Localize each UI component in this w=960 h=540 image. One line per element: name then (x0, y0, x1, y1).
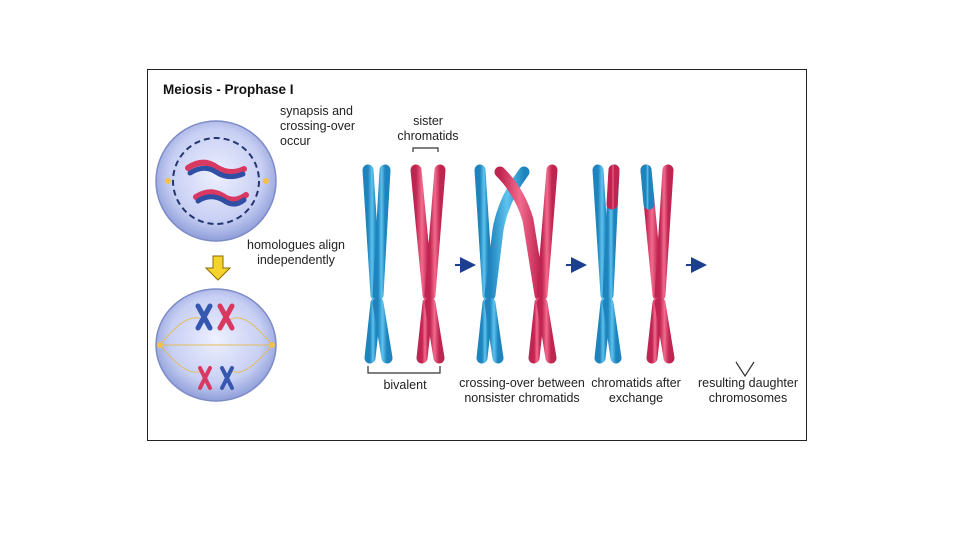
resulting-label: resulting daughter chromosomes (697, 376, 799, 405)
exchanged-chromosomes (592, 164, 675, 364)
bivalent-chromosomes (362, 164, 446, 364)
after-exchange-label: chromatids after exchange (591, 376, 681, 405)
daughter-chromosomes (713, 163, 778, 365)
crossing-over-label: crossing-over between nonsister chromati… (459, 376, 585, 405)
figure-title: Meiosis - Prophase I (163, 82, 294, 97)
homologues-label: homologues align independently (247, 238, 345, 267)
cell-synapsis (155, 120, 277, 242)
bivalent-label: bivalent (383, 378, 427, 392)
synapsis-label: synapsis and crossing-over occur (280, 104, 356, 148)
bivalent-bracket (367, 366, 441, 374)
diagram-canvas (155, 120, 778, 402)
sister-bracket (412, 147, 439, 152)
sister-chromatids-label: sister chromatids (397, 114, 459, 143)
daughter-bracket (735, 361, 755, 378)
crossing-over-chromosomes (474, 164, 558, 364)
meiosis-figure: Meiosis - Prophase I synapsis and crossi… (147, 69, 807, 441)
down-arrow-icon (204, 255, 232, 281)
cell-alignment (155, 288, 277, 402)
